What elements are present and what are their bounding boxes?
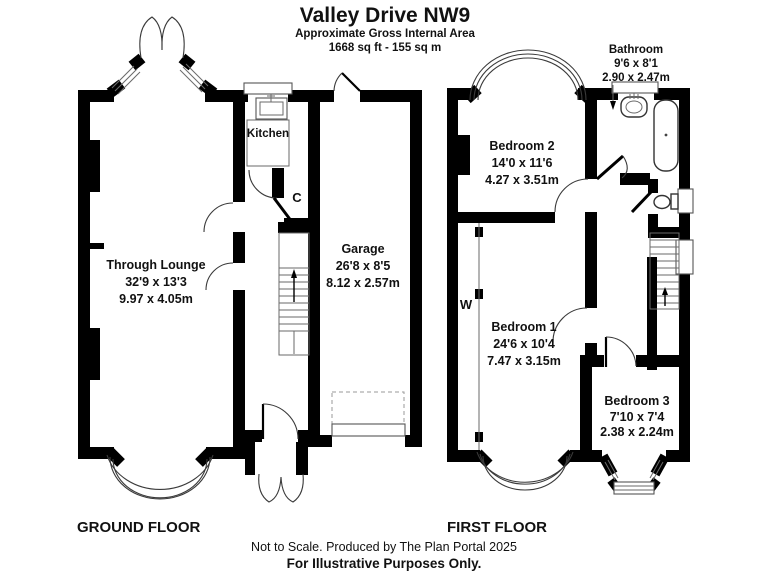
french-doors-icon — [139, 16, 185, 59]
through-lounge-metric: 9.97 x 4.05m — [119, 292, 193, 306]
garage-metric: 8.12 x 2.57m — [326, 276, 400, 290]
header: Valley Drive NW9 Approximate Gross Inter… — [295, 4, 475, 54]
lounge-rear-door-arc — [203, 202, 234, 233]
garage-imperial: 26'8 x 8'5 — [336, 259, 391, 273]
window-glazing-icon — [111, 63, 209, 95]
ground-floor-title: GROUND FLOOR — [77, 519, 200, 536]
kitchen-door-arc — [248, 169, 278, 199]
footer-line2: For Illustrative Purposes Only. — [287, 556, 482, 571]
ground-floor-doors — [203, 72, 361, 503]
kitchen-window-icon — [243, 82, 293, 95]
front-entrance-door — [261, 403, 299, 440]
staircase-down-icon — [649, 232, 680, 310]
bedroom2-label: Bedroom 2 — [489, 139, 554, 153]
garage-label: Garage — [341, 242, 384, 256]
bathroom-window-icon — [611, 81, 659, 94]
ground-floor-plan: Through Lounge 32'9 x 13'3 9.97 x 4.05m … — [77, 16, 422, 536]
wc-window-icon — [677, 188, 694, 214]
bedroom3-metric: 2.38 x 2.24m — [600, 425, 674, 439]
bedroom2-metric: 4.27 x 3.51m — [485, 173, 559, 187]
front-bay-window-top — [106, 16, 218, 98]
bedroom1-label: Bedroom 1 — [491, 320, 556, 334]
garage-side-door — [333, 72, 361, 92]
lounge-front-door-arc — [205, 262, 234, 291]
bathroom-leader-arrow — [610, 85, 616, 110]
subtitle-line1: Approximate Gross Internal Area — [295, 28, 475, 40]
bedroom3-door — [604, 336, 637, 367]
through-lounge-imperial: 32'9 x 13'3 — [125, 275, 187, 289]
bathroom-label: Bathroom — [609, 44, 663, 56]
first-floor-title: FIRST FLOOR — [447, 519, 547, 536]
page-title: Valley Drive NW9 — [300, 4, 470, 27]
garage-door-icon — [331, 423, 406, 437]
bedroom3-bay-window-icon — [598, 453, 670, 495]
bedroom3-label: Bedroom 3 — [604, 394, 669, 408]
bedroom2-door-arc — [554, 178, 589, 213]
kitchen-counter-icon — [246, 119, 290, 167]
first-floor-rear-bay-icon — [474, 449, 576, 491]
cupboard-label: C — [292, 190, 302, 205]
bedroom1-door-arc — [552, 307, 588, 344]
staircase-up-icon — [278, 232, 310, 356]
kitchen-label: Kitchen — [247, 128, 289, 140]
stairs-window-icon — [675, 239, 694, 275]
bedroom1-metric: 7.47 x 3.15m — [487, 354, 561, 368]
footer-line1: Not to Scale. Produced by The Plan Porta… — [251, 540, 517, 554]
cupboard-door-leaf — [272, 197, 294, 223]
bedroom1-imperial: 24'6 x 10'4 — [493, 337, 555, 351]
porch-double-doors-icon — [258, 473, 304, 503]
subtitle-line2: 1668 sq ft - 155 sq m — [329, 42, 442, 54]
bathroom-sink-icon — [620, 93, 648, 118]
first-floor-plan: Bathroom 9'6 x 8'1 2.90 x 2.47m Bedroom … — [447, 44, 694, 536]
arched-bay-window-icon — [463, 49, 593, 104]
first-floor-doors — [552, 154, 654, 367]
bathroom-imperial: 9'6 x 8'1 — [614, 58, 658, 70]
wardrobe-label: W — [460, 297, 473, 312]
garage-door-swing-area — [331, 391, 405, 425]
wc-door-leaf — [630, 189, 654, 214]
bedroom3-imperial: 7'10 x 7'4 — [610, 410, 665, 424]
first-floor-walls — [447, 88, 690, 462]
footer: Not to Scale. Produced by The Plan Porta… — [251, 540, 517, 571]
toilet-icon — [653, 193, 679, 210]
bedroom2-imperial: 14'0 x 11'6 — [492, 156, 553, 170]
through-lounge-label: Through Lounge — [106, 258, 205, 272]
kitchen-sink-icon — [255, 94, 288, 120]
bathroom-door — [596, 154, 628, 181]
bathtub-icon — [653, 99, 679, 172]
rear-bay-window-bottom — [106, 448, 214, 500]
bathroom-metric: 2.90 x 2.47m — [602, 72, 670, 84]
